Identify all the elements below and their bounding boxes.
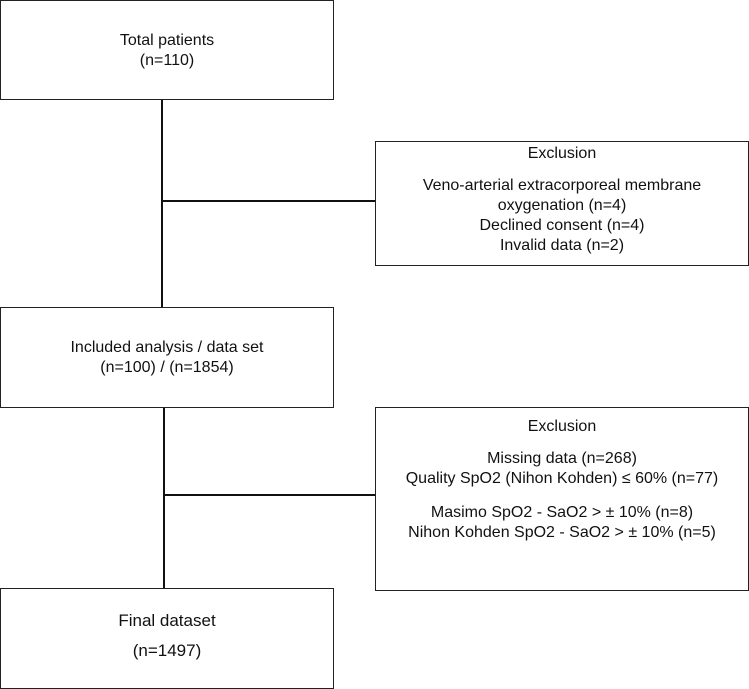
- exclusion-1-heading: Exclusion: [527, 145, 597, 162]
- final-dataset-count: (n=1497): [132, 641, 202, 660]
- exclusion-1-line: Veno-arterial extracorporeal membrane: [422, 177, 702, 194]
- exclusion-2-line: Masimo SpO2 - SaO2 > ± 10% (n=8): [430, 504, 694, 521]
- final-dataset-box: Final dataset (n=1497): [0, 588, 334, 689]
- exclusion-2-heading: Exclusion: [527, 418, 597, 435]
- connector-total-to-included: [161, 100, 163, 307]
- total-patients-count: (n=110): [139, 52, 195, 69]
- exclusion-1-line: Invalid data (n=2): [499, 237, 625, 254]
- exclusion-box-2: Exclusion Missing data (n=268) Quality S…: [375, 407, 749, 591]
- included-analysis-title: Included analysis / data set: [70, 339, 264, 356]
- total-patients-box: Total patients (n=110): [0, 0, 334, 100]
- connector-to-exclusion-1: [162, 200, 375, 202]
- exclusion-2-group-gap: [376, 489, 748, 503]
- exclusion-2-line: Quality SpO2 (Nihon Kohden) ≤ 60% (n=77): [405, 470, 719, 487]
- exclusion-1-line: oxygenation (n=4): [497, 197, 627, 214]
- connector-included-to-final: [163, 408, 165, 588]
- exclusion-1-line: Declined consent (n=4): [479, 217, 645, 234]
- connector-to-exclusion-2: [164, 494, 375, 496]
- exclusion-box-1: Exclusion Veno-arterial extracorporeal m…: [375, 141, 749, 266]
- included-analysis-box: Included analysis / data set (n=100) / (…: [0, 307, 334, 408]
- final-dataset-title: Final dataset: [118, 611, 216, 630]
- included-analysis-count: (n=100) / (n=1854): [100, 359, 234, 376]
- exclusion-2-line: Missing data (n=268): [487, 450, 637, 467]
- exclusion-2-line: Nihon Kohden SpO2 - SaO2 > ± 10% (n=5): [408, 524, 716, 541]
- total-patients-title: Total patients: [119, 32, 215, 49]
